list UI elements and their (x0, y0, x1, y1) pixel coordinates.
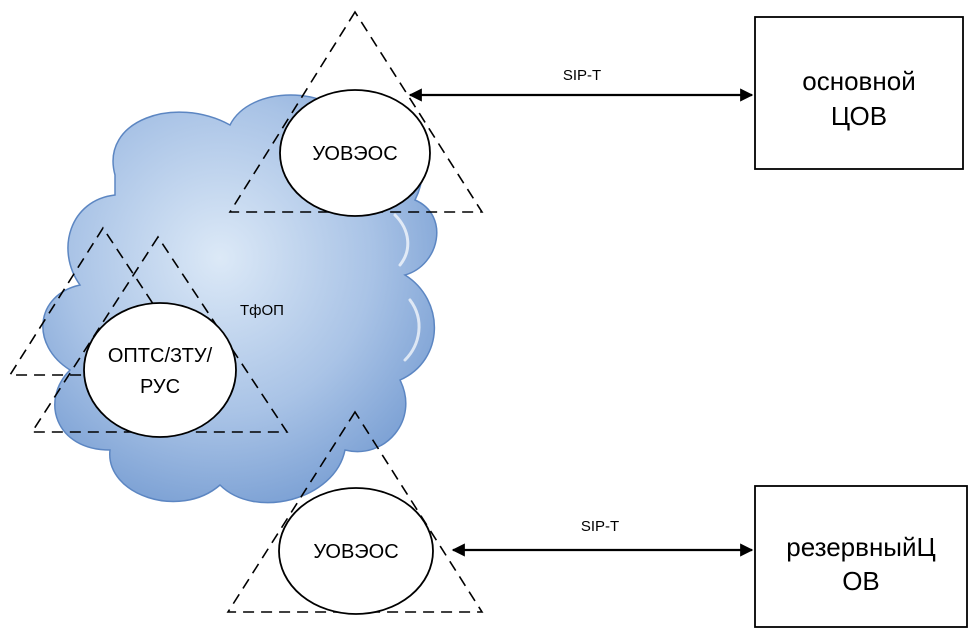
backup-center-box (754, 485, 968, 628)
left-node-circle (83, 302, 237, 438)
backup-center-label-line2: ОВ (842, 566, 880, 596)
bottom-node-label: УОВЭОС (313, 541, 398, 563)
backup-center: резервныйЦ ОВ (754, 485, 968, 628)
network-label: ТфОП (240, 302, 284, 319)
bottom-node-circle (278, 487, 434, 615)
bottom-link-protocol: SIP-T (581, 518, 619, 535)
top-link: SIP-T (408, 67, 754, 102)
backup-center-label-line1: резервныйЦ (786, 532, 936, 562)
top-node: УОВЭОС (228, 10, 484, 217)
left-node-label-line1: ОПТС/ЗТУ/ (108, 345, 213, 367)
top-node-circle (279, 89, 431, 217)
left-node-back-triangle (8, 226, 202, 376)
primary-center-label-line2: ЦОВ (831, 101, 887, 131)
bottom-node: УОВЭОС (226, 410, 484, 615)
left-node-label-line2: РУС (140, 376, 180, 398)
left-node: ОПТС/ЗТУ/ РУС (8, 226, 289, 438)
top-link-protocol: SIP-T (563, 67, 601, 84)
primary-center-box (754, 16, 964, 170)
primary-center: основной ЦОВ (754, 16, 964, 170)
primary-center-label-line1: основной (802, 66, 915, 96)
top-node-label: УОВЭОС (312, 143, 397, 165)
bottom-link: SIP-T (451, 518, 754, 557)
